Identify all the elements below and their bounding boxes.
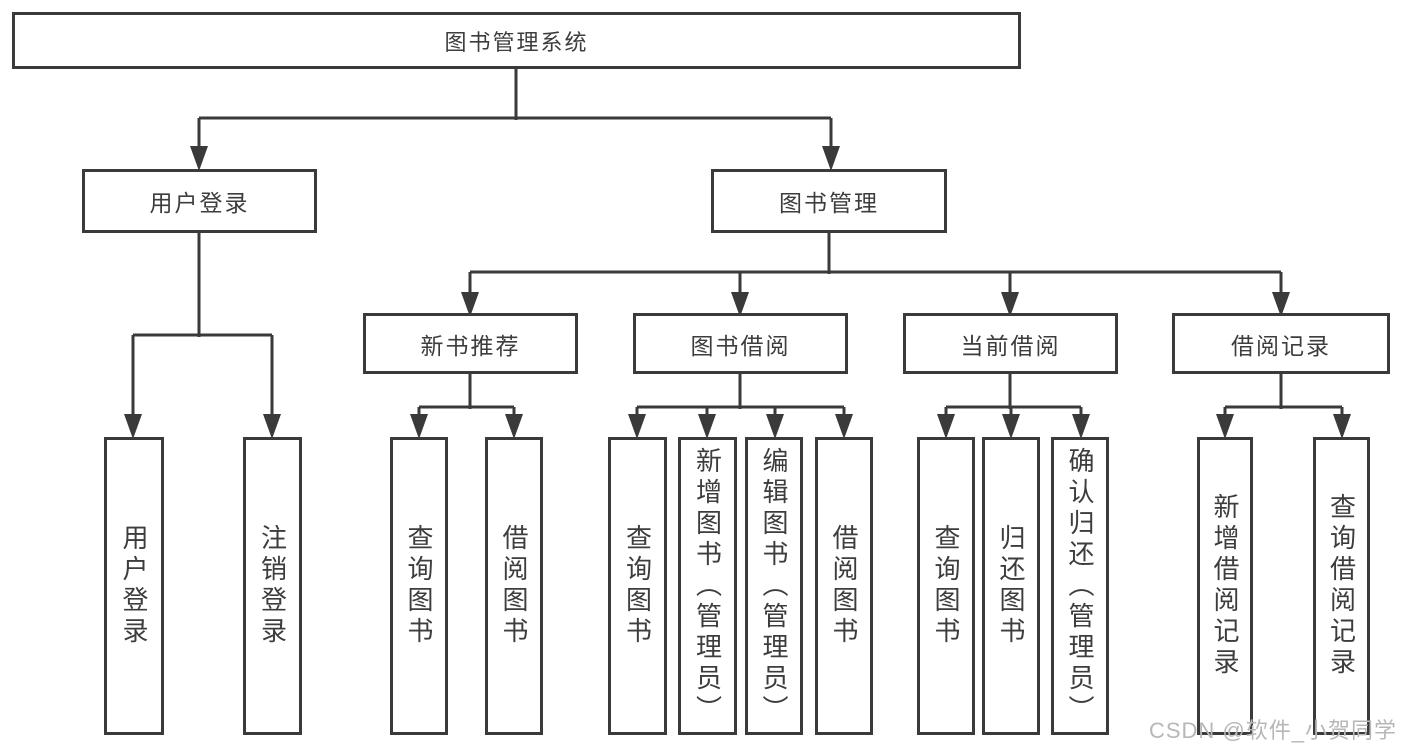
leaf-label: 新增借阅记录 [1210,493,1240,679]
node-borrow-records: 借阅记录 [1172,313,1390,374]
leaf-label: 用户登录 [119,524,149,648]
node-user-login: 用户登录 [82,169,317,233]
node-current-borrow: 当前借阅 [903,313,1118,374]
leaf-user-login: 用户登录 [104,437,164,735]
node-label: 当前借阅 [960,332,1061,359]
leaf-nbr-query-books: 查询图书 [390,437,448,735]
leaf-bb-query-books: 查询图书 [608,437,667,735]
leaf-label: 归还图书 [996,524,1026,648]
leaf-cb-confirm-return-admin: 确认归还（管理员） [1051,437,1109,735]
csdn-watermark: CSDN @软件_小贺同学 [1148,718,1397,743]
leaf-label: 借阅图书 [829,524,859,648]
leaf-label: 查询图书 [404,524,434,648]
leaf-label: 新增图书（管理员） [692,446,723,726]
node-label: 用户登录 [149,190,250,216]
node-label: 借阅记录 [1231,332,1331,359]
node-book-borrow: 图书借阅 [633,313,848,374]
leaf-bb-edit-books-admin: 编辑图书（管理员） [745,437,803,735]
leaf-label: 编辑图书（管理员） [759,446,789,726]
node-label: 图书管理系统 [444,29,589,55]
leaf-bb-add-books-admin: 新增图书（管理员） [678,437,737,735]
leaf-label: 确认归还（管理员） [1065,446,1095,726]
leaf-label: 查询图书 [931,524,961,648]
leaf-label: 借阅图书 [499,524,529,648]
node-label: 图书管理 [779,190,879,216]
node-book-management: 图书管理 [711,169,947,233]
leaf-label: 查询借阅记录 [1326,493,1357,679]
leaf-br-query-record: 查询借阅记录 [1313,437,1370,735]
leaf-label: 查询图书 [622,524,653,648]
leaf-label: 注销登录 [257,524,288,648]
node-label: 新书推荐 [420,332,521,359]
node-book-management-system: 图书管理系统 [12,12,1021,69]
leaf-nbr-borrow-books: 借阅图书 [485,437,543,735]
leaf-cb-return-books: 归还图书 [982,437,1040,735]
leaf-br-add-record: 新增借阅记录 [1197,437,1253,735]
node-label: 图书借阅 [690,332,791,359]
leaf-cb-query-books: 查询图书 [917,437,975,735]
leaf-logout: 注销登录 [243,437,302,735]
node-new-book-recommend: 新书推荐 [363,313,578,374]
leaf-bb-borrow-books: 借阅图书 [815,437,873,735]
